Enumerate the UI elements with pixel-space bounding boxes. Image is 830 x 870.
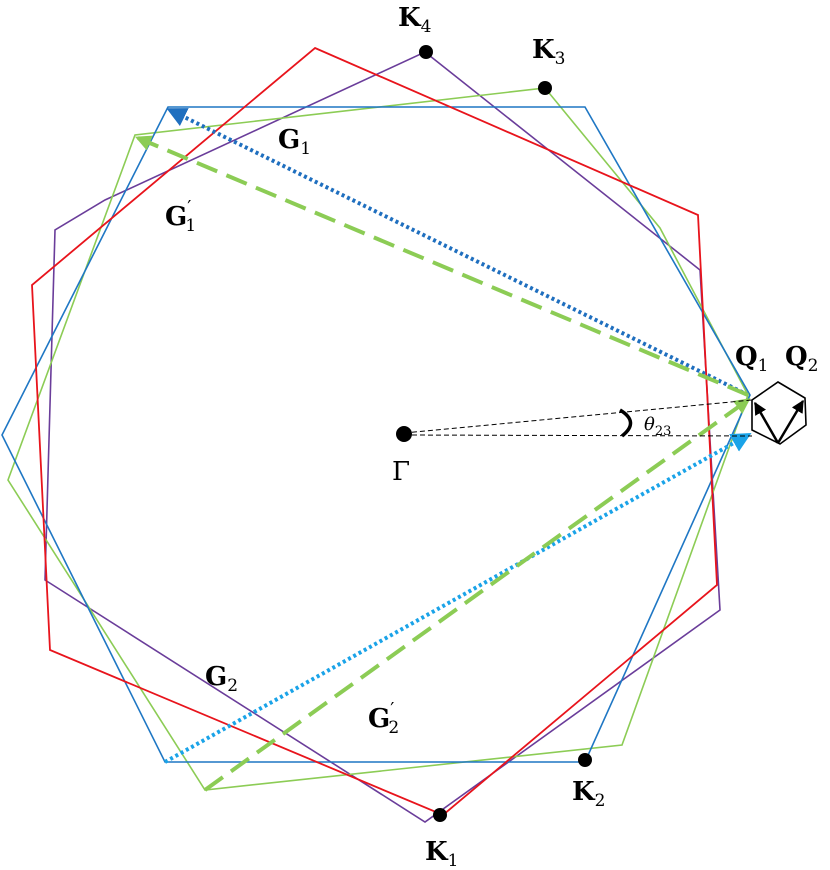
K1-point: [433, 808, 447, 822]
green-hexagon: [7, 87, 749, 791]
K2-label: K2: [572, 777, 605, 811]
Q2-vector-arrow: [776, 399, 805, 444]
theta-angle-arc: [619, 408, 633, 438]
blue-hexagon: [1, 106, 751, 763]
theta-guide-upper: [403, 399, 753, 434]
Q2-label: Q2: [785, 342, 818, 376]
G1-prime-vector-arrow: [135, 135, 749, 397]
K4-point: [419, 45, 433, 59]
K4-label: K4: [398, 3, 431, 37]
Q1-vector-arrow: [753, 401, 780, 444]
G1-prime-label: G′1: [165, 197, 196, 236]
G1-label: G1: [278, 125, 311, 159]
G2-prime-label: G′2: [368, 699, 399, 738]
K3-point: [538, 81, 552, 95]
theta-label: θ23: [644, 414, 671, 439]
gamma-label: Γ: [392, 457, 410, 487]
G2-label: G2: [205, 662, 238, 696]
K3-label: K3: [532, 35, 565, 69]
G2-prime-vector-arrow: [203, 398, 751, 792]
theta-guide-lower: [403, 434, 753, 437]
K2-point: [578, 753, 592, 767]
gamma-point: [396, 426, 412, 442]
G1-vector-arrow: [166, 108, 749, 397]
Q1-label: Q1: [735, 342, 768, 376]
moire-hexagon: [751, 381, 807, 445]
K1-label: K1: [425, 837, 458, 870]
